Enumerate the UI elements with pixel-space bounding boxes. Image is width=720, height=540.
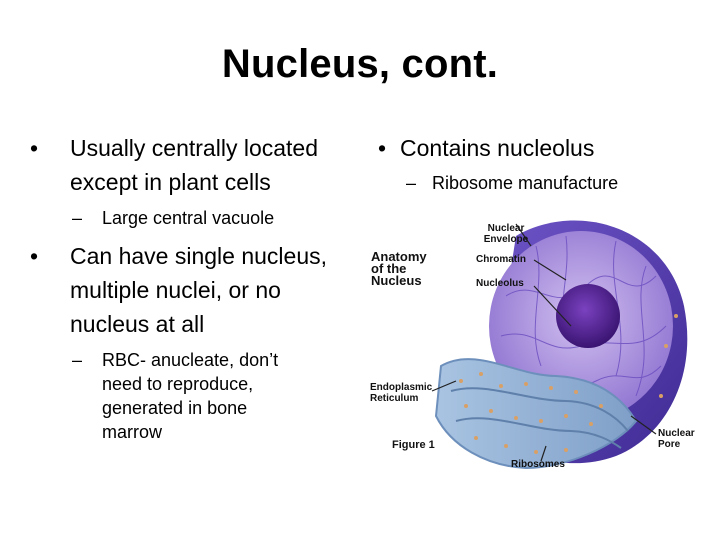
label-er-2: Reticulum — [370, 393, 418, 404]
sub-bullet-text: generated in bone — [102, 398, 248, 418]
dash-symbol: – — [72, 208, 83, 228]
label-nuclear-pore-1: Nuclear — [658, 428, 695, 439]
ribosome-dots — [459, 314, 678, 454]
sub-bullet-text: marrow — [102, 422, 163, 442]
bullet-text-line: Usually centrally located — [70, 135, 319, 161]
bullet-symbol: • — [30, 135, 39, 161]
label-nucleolus: Nucleolus — [476, 278, 524, 289]
slide-title: Nucleus, cont. — [221, 42, 499, 86]
label-er-1: Endoplasmic — [370, 382, 433, 393]
nucleolus-sphere — [556, 284, 620, 348]
dash-symbol: – — [72, 350, 83, 370]
label-chromatin: Chromatin — [476, 254, 526, 265]
label-nuclear-envelope-1: Nuclear — [488, 223, 525, 234]
sub-bullet-text: RBC- anucleate, don’t — [102, 350, 279, 370]
bullet-text-line: Can have single nucleus, — [70, 243, 327, 269]
label-nuclear-pore-2: Pore — [658, 439, 681, 450]
bullet-text-line: Contains nucleolus — [400, 135, 595, 161]
figure-caption: Figure 1 — [392, 439, 435, 451]
bullet-symbol: • — [378, 135, 387, 161]
dash-symbol: – — [406, 173, 417, 193]
label-nuclear-envelope-2: Envelope — [484, 234, 529, 245]
leader-lines — [431, 223, 657, 462]
sub-bullet-text: need to reproduce, — [102, 374, 254, 394]
bullet-text-line: multiple nuclei, or no — [70, 277, 281, 303]
bullet-symbol: • — [30, 243, 39, 269]
endoplasmic-reticulum — [434, 358, 638, 470]
nucleus-anatomy-figure: Anatomy of the Nucleus Nuclear Envelope … — [370, 220, 695, 470]
figure-heading-line3: Nucleus — [371, 273, 422, 288]
figure-heading-line1: Anatomy — [371, 249, 427, 264]
bullet-text-line: except in plant cells — [70, 169, 271, 195]
label-ribosomes: Ribosomes — [511, 459, 565, 470]
figure-heading-line2: of the — [371, 261, 406, 276]
sub-bullet-text: Ribosome manufacture — [432, 173, 619, 193]
bullet-text-line: nucleus at all — [70, 311, 205, 337]
sub-bullet-text: Large central vacuole — [102, 208, 275, 228]
